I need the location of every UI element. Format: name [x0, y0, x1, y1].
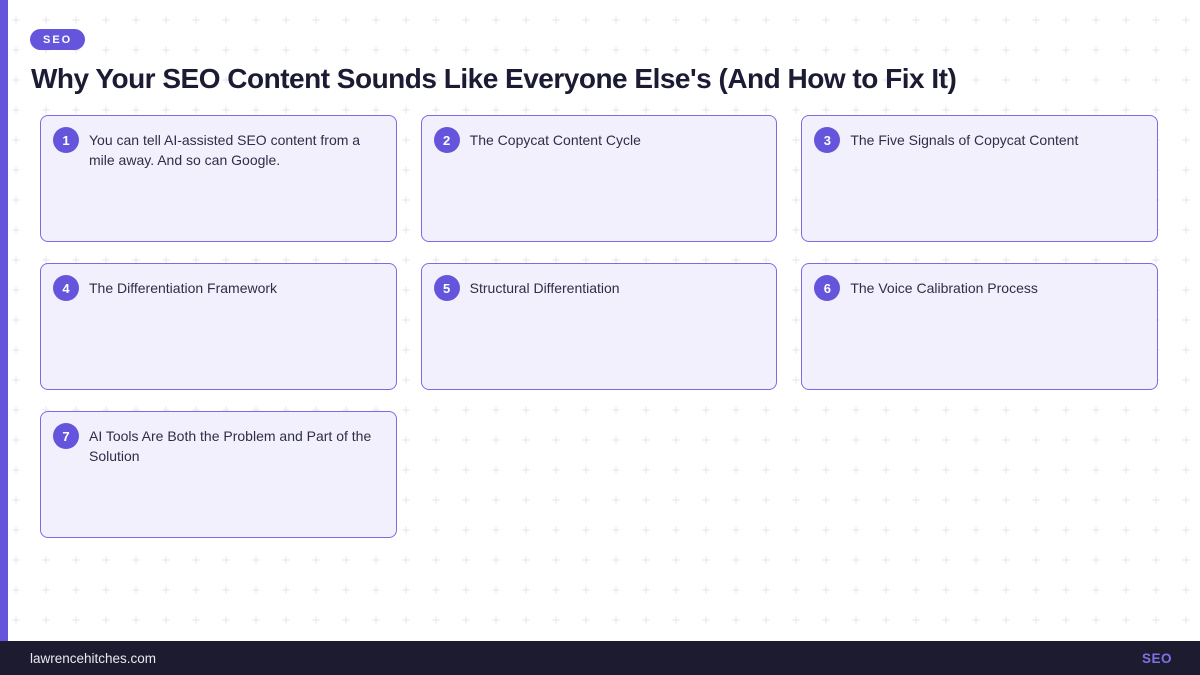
section-title: You can tell AI-assisted SEO content fro…	[89, 132, 361, 168]
footer: lawrencehitches.com SEO	[0, 641, 1200, 675]
section-number-badge: 5	[433, 275, 460, 301]
sections-grid: 1 You can tell AI-assisted SEO content f…	[40, 115, 1158, 538]
section-card: 7 AI Tools Are Both the Problem and Part…	[40, 411, 397, 538]
accent-left-bar	[0, 0, 8, 641]
section-card: 1 You can tell AI-assisted SEO content f…	[40, 115, 397, 242]
section-card: 5 Structural Differentiation	[420, 263, 778, 390]
section-number-badge: 1	[53, 127, 79, 153]
section-title: The Differentiation Framework	[89, 280, 278, 296]
section-title: The Voice Calibration Process	[850, 280, 1038, 296]
section-number-badge: 7	[53, 423, 79, 449]
section-card: 4 The Differentiation Framework	[40, 263, 397, 390]
section-card: 2 The Copycat Content Cycle	[420, 115, 778, 242]
section-title: The Copycat Content Cycle	[469, 132, 641, 148]
main-content: SEO Why Your SEO Content Sounds Like Eve…	[30, 29, 1158, 538]
section-title: The Five Signals of Copycat Content	[850, 132, 1079, 148]
footer-category-tag: SEO	[1141, 650, 1172, 666]
section-number-badge: 3	[814, 127, 841, 153]
section-number-badge: 4	[53, 275, 79, 301]
footer-site-url: lawrencehitches.com	[30, 650, 157, 666]
section-card: 6 The Voice Calibration Process	[801, 263, 1158, 390]
section-title: AI Tools Are Both the Problem and Part o…	[89, 428, 372, 464]
section-number-badge: 2	[433, 127, 460, 153]
section-card: 3 The Five Signals of Copycat Content	[801, 115, 1158, 242]
section-title: Structural Differentiation	[469, 280, 620, 296]
category-badge: SEO	[30, 29, 86, 50]
page-title: Why Your SEO Content Sounds Like Everyon…	[31, 63, 957, 94]
section-number-badge: 6	[814, 275, 841, 301]
